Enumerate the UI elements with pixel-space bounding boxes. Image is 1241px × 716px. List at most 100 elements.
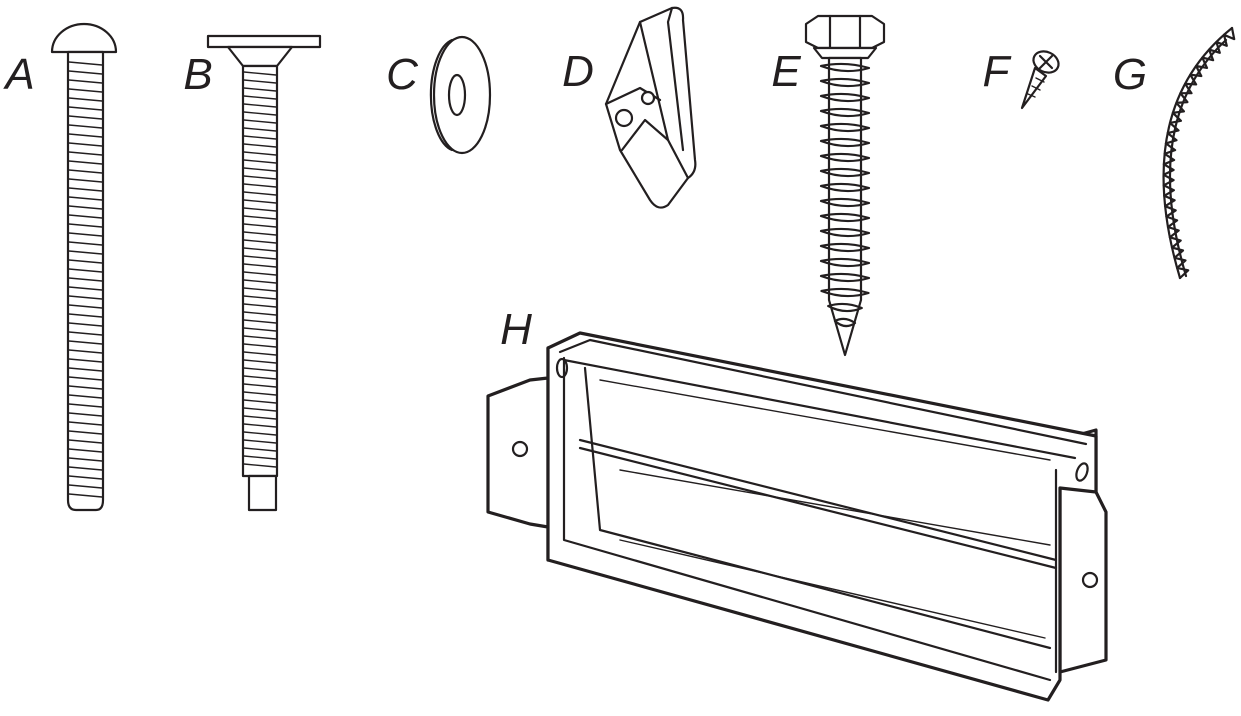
part-label-a: A [5,50,35,99]
thread-line [68,412,103,417]
thread-line [243,215,277,220]
thread-line [68,466,103,471]
thread-line [243,335,277,340]
thread-line [243,311,277,316]
thread-line [68,223,103,228]
thread-line [243,167,277,172]
thread-fin [819,167,871,178]
thread-line [68,214,103,219]
thread-line [68,322,103,327]
thread-line [243,319,277,324]
part-label-f: F [982,47,1010,96]
thread-line [243,263,277,268]
thread-line [243,175,277,180]
thread-fin [819,152,871,163]
thread-fin [819,197,871,208]
thread-line [68,277,103,282]
part-label-e: E [771,47,801,96]
thread-line [243,127,277,132]
part-label-d: D [562,47,594,96]
small-pan-head-screw-icon [1020,50,1060,110]
thread-line [68,124,103,129]
thread-line [68,169,103,174]
thread-line [243,239,277,244]
thread-line [68,151,103,156]
thread-line [68,421,103,426]
thread-line [68,457,103,462]
thread-line [68,70,103,75]
thread-line [68,385,103,390]
thread-line [243,351,277,356]
thread-line [243,247,277,252]
thread-fin [819,77,871,88]
thread-line [68,142,103,147]
thread-line [243,463,277,468]
thread-line [68,304,103,309]
thread-line [68,250,103,255]
thread-fin [819,242,871,253]
thread-fin [819,212,871,223]
flat-head-carriage-bolt-icon [206,34,322,512]
round-head-bolt-icon [50,22,118,512]
thread-line [243,271,277,276]
thread-line [68,160,103,165]
thread-fin [820,287,870,298]
hex-head-lag-screw-icon [804,14,886,357]
thread-line [68,331,103,336]
thread-line [68,475,103,480]
thread-line [68,178,103,183]
thread-line [243,135,277,140]
thread-fin [833,317,857,328]
thread-fin [819,182,871,193]
thread-line [243,87,277,92]
thread-line [243,391,277,396]
thread-line [243,79,277,84]
thread-line [68,79,103,84]
thread-line [68,187,103,192]
thread-line [243,279,277,284]
toggle-bolt-wing-icon [604,6,697,209]
part-label-c: C [386,50,418,99]
thread-line [243,295,277,300]
mounting-bracket-channel-icon [486,331,1108,702]
thread-line [243,383,277,388]
thread-line [243,191,277,196]
part-label-g: G [1112,50,1148,99]
thread-line [68,133,103,138]
thread-line [68,268,103,273]
thread-line [243,407,277,412]
part-label-b: B [183,50,213,99]
thread-line [243,359,277,364]
thread-line [68,259,103,264]
thread-line [68,232,103,237]
thread-line [68,349,103,354]
thread-fin [819,122,871,133]
thread-line [68,61,103,66]
thread-line [68,448,103,453]
thread-line [243,119,277,124]
thread-line [68,493,103,498]
thread-line [243,183,277,188]
thread-line [68,394,103,399]
thread-line [243,287,277,292]
thread-line [243,447,277,452]
thread-line [243,159,277,164]
thread-line [68,115,103,120]
thread-line [243,415,277,420]
thread-fin [819,227,871,238]
thread-line [243,375,277,380]
thread-line [68,403,103,408]
thread-line [243,151,277,156]
thread-line [68,430,103,435]
thread-line [68,241,103,246]
thread-fin [827,302,863,313]
thread-line [243,223,277,228]
thread-line [68,340,103,345]
thread-line [243,199,277,204]
thread-line [68,313,103,318]
thread-line [68,484,103,489]
flat-washer-icon [429,35,492,155]
thread-fin [819,107,871,118]
thread-line [243,343,277,348]
thread-line [68,88,103,93]
